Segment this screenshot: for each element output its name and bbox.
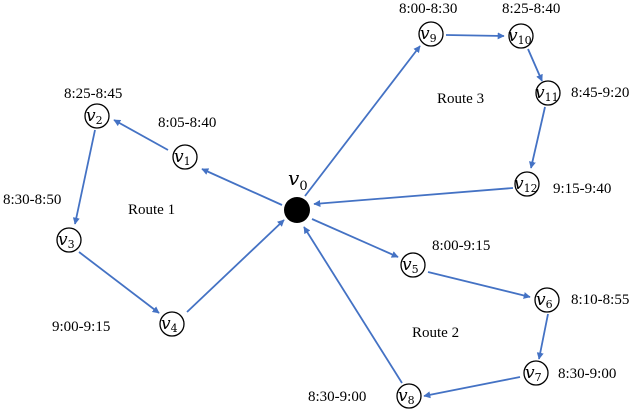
time-window-v3: 8:30-8:50 xyxy=(3,192,61,208)
node-v6-label: v6 xyxy=(536,290,553,311)
node-v10-label: v10 xyxy=(508,26,532,47)
time-window-v4: 9:00-9:15 xyxy=(52,319,110,335)
node-v8: v8 xyxy=(396,383,422,409)
edge-v0-v5 xyxy=(311,218,399,258)
time-window-v1: 8:05-8:40 xyxy=(158,115,216,131)
node-v4-label: v4 xyxy=(161,314,178,335)
time-window-v11: 8:45-9:20 xyxy=(571,85,629,101)
depot-node: v0 xyxy=(284,166,310,223)
node-v9: v9 xyxy=(418,21,444,47)
node-v7: v7 xyxy=(523,360,549,386)
edge-v9-v10 xyxy=(445,32,505,40)
time-window-v6: 8:10-8:55 xyxy=(571,292,629,308)
node-v5: v5 xyxy=(400,252,426,278)
node-v10: v10 xyxy=(508,23,534,49)
node-v11-label: v11 xyxy=(535,83,559,104)
route-3-label: Route 3 xyxy=(437,91,484,107)
edge-v0-v9 xyxy=(304,45,421,197)
edge-v11-v12 xyxy=(528,106,546,169)
node-v1: v1 xyxy=(172,144,198,170)
route-1-label: Route 1 xyxy=(128,202,175,218)
edge-v1-v2 xyxy=(113,119,169,151)
time-window-v5: 8:00-9:15 xyxy=(432,238,490,254)
depot-label: v0 xyxy=(288,166,308,194)
node-v4: v4 xyxy=(159,311,185,337)
node-v5-label: v5 xyxy=(402,255,419,276)
time-window-v8: 8:30-9:00 xyxy=(308,389,366,405)
time-window-v12: 9:15-9:40 xyxy=(553,181,611,197)
node-v11: v11 xyxy=(535,80,561,106)
route-2-label: Route 2 xyxy=(412,325,459,341)
node-v6: v6 xyxy=(534,287,560,313)
edge-v7-v8 xyxy=(423,376,521,399)
edge-v3-v4 xyxy=(78,251,160,314)
time-window-v2: 8:25-8:45 xyxy=(64,86,122,102)
node-v3: v3 xyxy=(56,227,82,253)
edge-v5-v6 xyxy=(427,271,531,299)
edge-v0-v1 xyxy=(201,168,283,206)
node-v12-label: v12 xyxy=(514,174,538,195)
edge-v10-v11 xyxy=(527,48,543,82)
node-v7-label: v7 xyxy=(525,363,542,384)
edge-v8-v0 xyxy=(303,226,403,384)
node-v1-label: v1 xyxy=(174,147,191,168)
node-v9-label: v9 xyxy=(420,24,437,45)
edge-v6-v7 xyxy=(536,313,549,360)
node-v12: v12 xyxy=(514,171,540,197)
edge-v4-v0 xyxy=(186,219,285,313)
node-v2: v2 xyxy=(84,103,110,129)
node-v2-label: v2 xyxy=(86,106,103,127)
time-window-v9: 8:00-8:30 xyxy=(399,1,457,17)
edge-v12-v0 xyxy=(313,187,514,207)
time-window-v10: 8:25-8:40 xyxy=(502,1,560,17)
node-v8-label: v8 xyxy=(398,386,415,407)
node-v3-label: v3 xyxy=(58,230,75,251)
time-window-v7: 8:30-9:00 xyxy=(558,366,616,382)
edge-v2-v3 xyxy=(72,129,96,225)
